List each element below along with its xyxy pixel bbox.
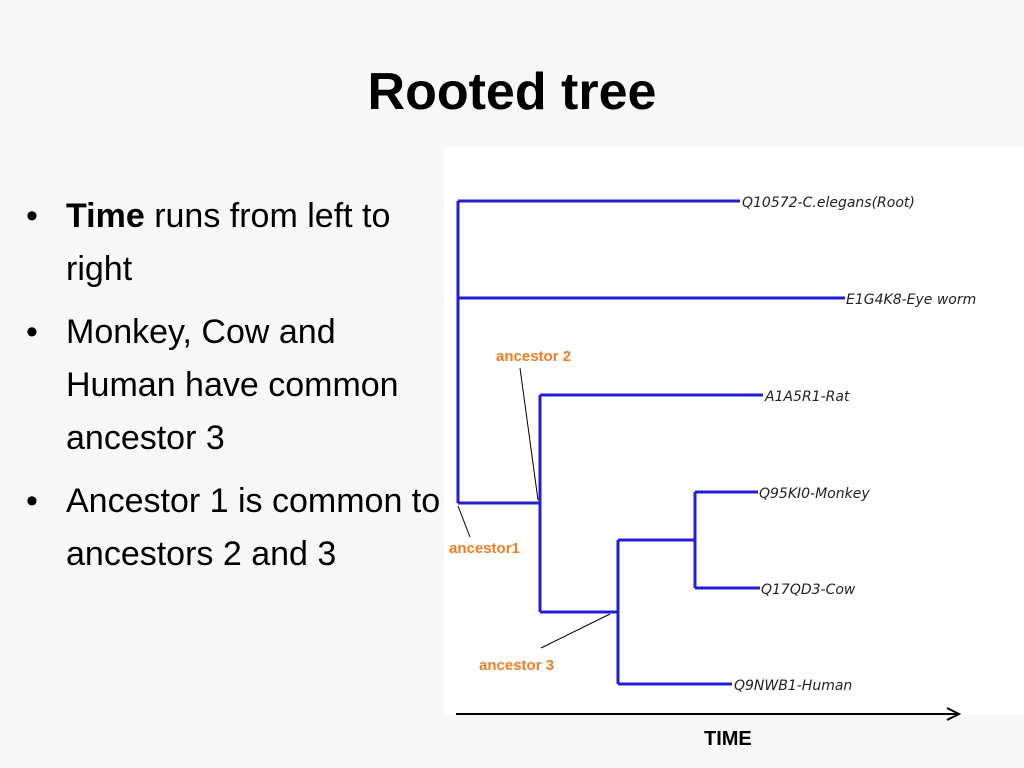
time-axis-arrow bbox=[456, 707, 962, 721]
bullet-text: Ancestor 1 is common to ancestors 2 and … bbox=[66, 482, 441, 573]
leaf-label: Q9NWB1-Human bbox=[734, 678, 852, 694]
ancestor-label: ancestor 3 bbox=[479, 657, 554, 674]
leaf-label: A1A5R1-Rat bbox=[764, 389, 850, 405]
arrowhead-icon bbox=[946, 707, 962, 721]
pointer-ancestor3 bbox=[540, 613, 611, 649]
ancestor-label: ancestor1 bbox=[449, 540, 520, 557]
pointer-ancestor1 bbox=[457, 505, 471, 538]
bullet-text: runs from left to right bbox=[66, 197, 391, 288]
bullet-item: • Ancestor 1 is common to ancestors 2 and… bbox=[26, 475, 446, 581]
tree-branches bbox=[456, 199, 845, 686]
leaf-label: Q17QD3-Cow bbox=[761, 582, 856, 598]
bullet-dot-icon: • bbox=[26, 482, 38, 520]
bullet-item: • Monkey, Cow and Human have common ances… bbox=[26, 306, 446, 465]
bullet-item: • Time runs from left to right bbox=[26, 190, 446, 296]
pointer-ancestor2 bbox=[519, 367, 539, 501]
slide-title: Rooted tree bbox=[367, 63, 657, 121]
leaf-label: Q10572-C.elegans(Root) bbox=[742, 195, 915, 211]
bullet-dot-icon: • bbox=[26, 313, 38, 351]
bullet-list: • Time runs from left to right • Monkey, C… bbox=[26, 190, 446, 591]
ancestor-pointers bbox=[457, 367, 611, 649]
leaf-label: Q95KI0-Monkey bbox=[759, 486, 870, 502]
leaf-label: E1G4K8-Eye worm bbox=[846, 292, 976, 308]
time-axis-label: TIME bbox=[704, 728, 752, 750]
bullet-text: Monkey, Cow and Human have common ancest… bbox=[66, 313, 399, 457]
bullet-dot-icon: • bbox=[26, 197, 38, 235]
ancestor-label: ancestor 2 bbox=[496, 348, 571, 365]
bullet-bold-text: Time bbox=[66, 197, 145, 235]
